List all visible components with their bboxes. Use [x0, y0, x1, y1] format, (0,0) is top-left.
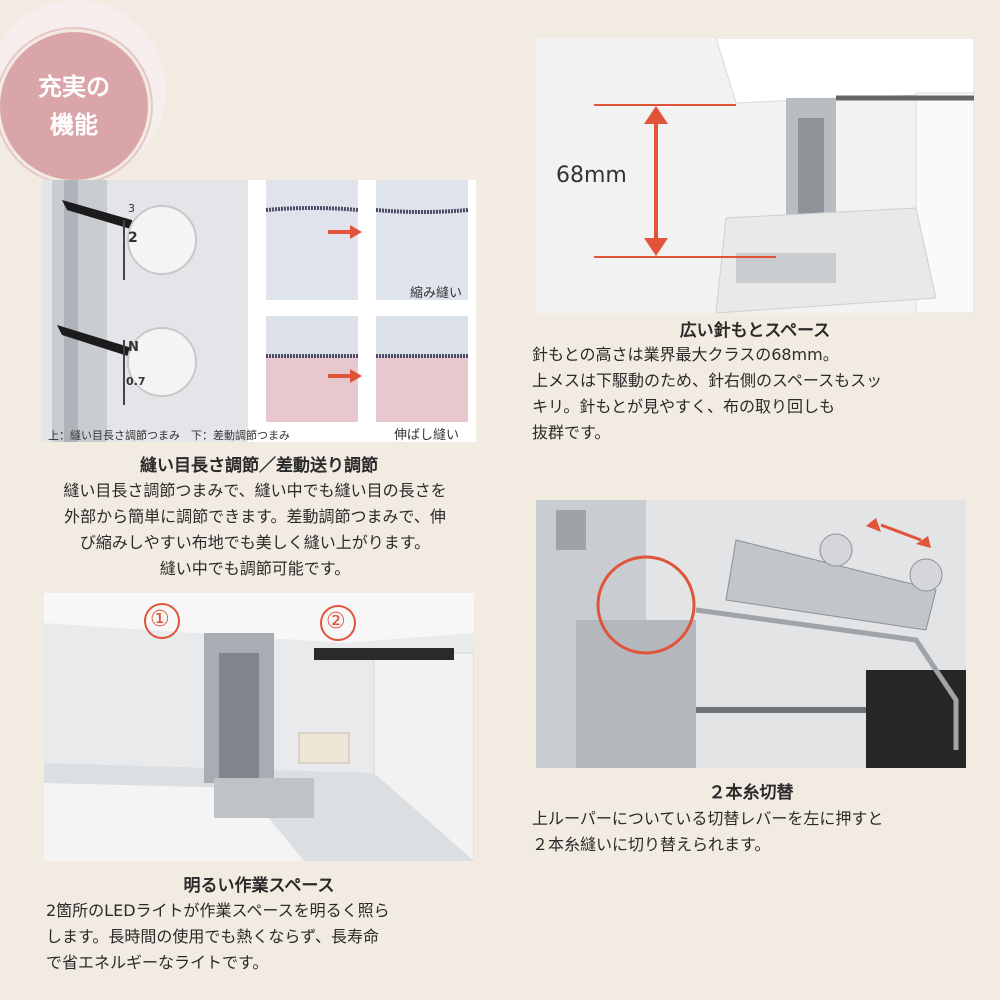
panel1-text-line: び縮みしやすい布地でも美しく縫い上がります。	[79, 533, 431, 552]
panel4-text: 上ルーパーについている切替レバーを左に押すと ２本糸縫いに切り替えられます。	[532, 806, 883, 858]
panel3-text-line: します。長時間の使用でも熱くならず、長寿命	[46, 927, 379, 946]
panel3-title: 明るい作業スペース	[183, 876, 335, 896]
fabric-samples: 縮み縫い 伸ばし縫い	[248, 180, 476, 442]
two-thread-switch-photo	[536, 500, 966, 768]
needle-space-photo: 68mm	[536, 38, 974, 313]
panel2-text-line: キリ。針もとが見やすく、布の取り回しも	[532, 397, 836, 416]
measure-label: 68mm	[556, 163, 627, 188]
panel2-text-line: 抜群です。	[532, 423, 611, 442]
work-space-photo: ① ②	[44, 593, 474, 861]
panel2-text: 針もとの高さは業界最大クラスの68mm。 上メスは下駆動のため、針右側のスペース…	[532, 342, 882, 446]
dial-bottom-mark-n: N	[128, 340, 139, 355]
dial-top-mark-2: 2	[128, 230, 138, 246]
panel3-text: 2箇所のLEDライトが作業スペースを明るく照ら します。長時間の使用でも熱くなら…	[46, 898, 390, 976]
panel1-text-line: 縫い目長さ調節つまみで、縫い中でも縫い目の長さを	[63, 481, 447, 500]
panel1-text-line: 縫い中でも調節可能です。	[159, 559, 351, 578]
panel1-text: 縫い目長さ調節つまみで、縫い中でも縫い目の長さを 外部から簡単に調節できます。差…	[10, 478, 500, 582]
panel2-text-line: 針もとの高さは業界最大クラスの68mm。	[532, 345, 839, 364]
badge-line2: 機能	[50, 111, 98, 139]
dial-caption: 上：縫い目長さ調節つまみ 下：差動調節つまみ	[48, 429, 290, 442]
led-marker-2: ②	[326, 609, 346, 634]
panel2-title: 広い針もとスペース	[679, 321, 831, 341]
panel4-title: ２本糸切替	[708, 783, 794, 803]
panel1-title: 縫い目長さ調節／差動送り調節	[140, 456, 378, 476]
feature-badge: 充実の 機能	[0, 32, 148, 180]
badge-line1: 充実の	[38, 73, 110, 101]
panel3-text-line: で省エネルギーなライトです。	[46, 953, 269, 972]
dial-top-mark-3: 3	[128, 202, 135, 215]
label-stretch-sewing: 伸ばし縫い	[394, 428, 460, 442]
led-marker-1: ①	[150, 607, 170, 632]
dial-photo: 3 2 N 0.7	[42, 180, 248, 442]
label-shrink-sewing: 縮み縫い	[410, 286, 463, 301]
panel4-text-line: ２本糸縫いに切り替えられます。	[532, 835, 771, 854]
panel1-text-line: 外部から簡単に調節できます。差動調節つまみで、伸	[64, 507, 446, 526]
panel3-text-line: 2箇所のLEDライトが作業スペースを明るく照ら	[46, 901, 390, 920]
panel4-text-line: 上ルーパーについている切替レバーを左に押すと	[532, 809, 884, 828]
dial-bottom-mark-07: 0.7	[126, 375, 146, 388]
panel2-text-line: 上メスは下駆動のため、針右側のスペースもスッ	[532, 371, 883, 390]
